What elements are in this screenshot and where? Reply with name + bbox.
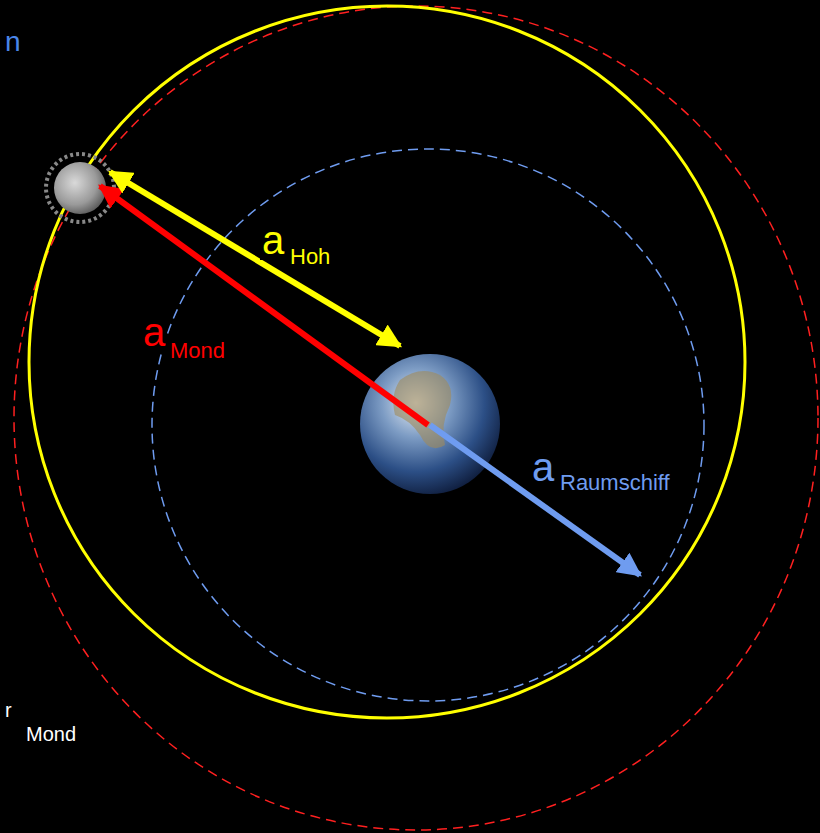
- hohmann-orbit: [29, 6, 745, 718]
- cropped-heading: n: [3, 28, 23, 56]
- moon-orbit: [14, 6, 818, 830]
- subscript: Raumschiff: [558, 472, 672, 494]
- cropped-note: r: [3, 700, 14, 720]
- legend-note: Mond: [24, 724, 78, 744]
- subscript: Hoh: [288, 246, 332, 268]
- moon: [54, 162, 106, 214]
- earth: [360, 354, 500, 494]
- a-raumschiff-arrow: [430, 425, 640, 575]
- symbol-a: a: [141, 312, 167, 352]
- symbol-a: a: [260, 220, 286, 260]
- a-mond-arrow: [100, 186, 428, 425]
- subscript: Mond: [168, 340, 227, 362]
- symbol-a: a: [530, 447, 556, 487]
